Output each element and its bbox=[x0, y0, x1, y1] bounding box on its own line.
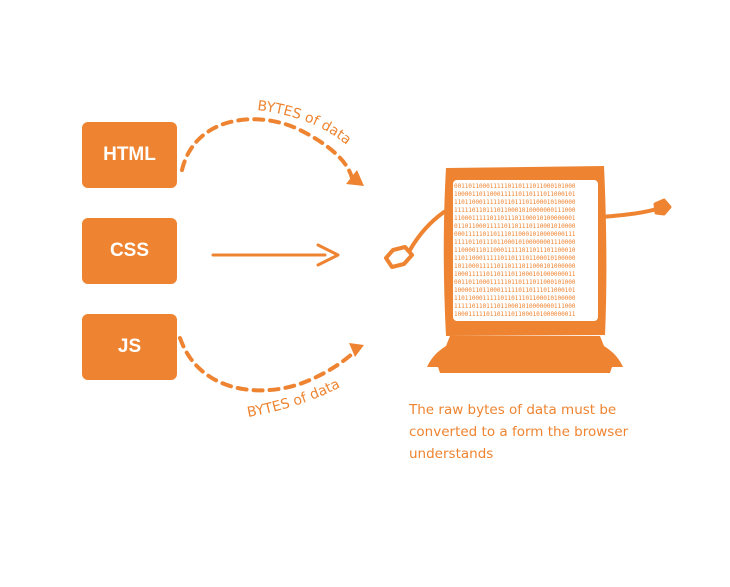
middle-solid-arrow bbox=[211, 243, 340, 267]
bottom-arrow-label: BYTES of data bbox=[246, 376, 343, 421]
css-box-label: CSS bbox=[109, 240, 150, 261]
binary-line: 1101100011111011011101100010100000 bbox=[454, 199, 576, 206]
binary-line: 1111101101110110001010000000111000 bbox=[454, 303, 576, 310]
html-box: HTML bbox=[82, 122, 177, 188]
binary-line: 0011011000111110110111011000101000 bbox=[454, 279, 576, 286]
binary-line: 1000011011000111110110111011000101 bbox=[454, 287, 576, 294]
binary-line: 1111101101110110001010000000111000 bbox=[454, 207, 576, 214]
binary-line: 1100011111011011101100010100000001 bbox=[454, 215, 576, 222]
bottom-dashed-arrow bbox=[178, 336, 364, 393]
binary-line: 1101100011111011011101100010100000 bbox=[454, 295, 576, 302]
binary-line: 1000011011000111110110111011000101 bbox=[454, 191, 576, 198]
css-box: CSS bbox=[82, 218, 177, 284]
caption-text: The raw bytes of data must be converted … bbox=[409, 402, 629, 462]
computer-character-icon bbox=[384, 166, 672, 373]
html-box-label: HTML bbox=[103, 144, 156, 165]
binary-line: 1011000111110110111011000101000000 bbox=[454, 263, 576, 270]
top-dashed-arrow bbox=[180, 117, 364, 186]
binary-line: 1111011011101100010100000001110000 bbox=[454, 239, 576, 246]
binary-line: 0110110001111101101110110001010000 bbox=[454, 223, 576, 230]
binary-line: 1100001101100011111011011101100010 bbox=[454, 247, 576, 254]
js-box-label: JS bbox=[117, 336, 142, 357]
binary-line: 1000111110110111011000101000000011 bbox=[454, 271, 576, 278]
binary-line: 1101100011111011011101100010100000 bbox=[454, 255, 576, 262]
binary-line: 1000111110110111011000101000000011 bbox=[454, 311, 576, 318]
binary-line: 0001111101101110110001010000000111 bbox=[454, 231, 576, 238]
top-arrow-label: BYTES of data bbox=[257, 98, 355, 148]
js-box: JS bbox=[82, 314, 177, 380]
binary-line: 0011011000111110110111011000101000 bbox=[454, 183, 576, 190]
